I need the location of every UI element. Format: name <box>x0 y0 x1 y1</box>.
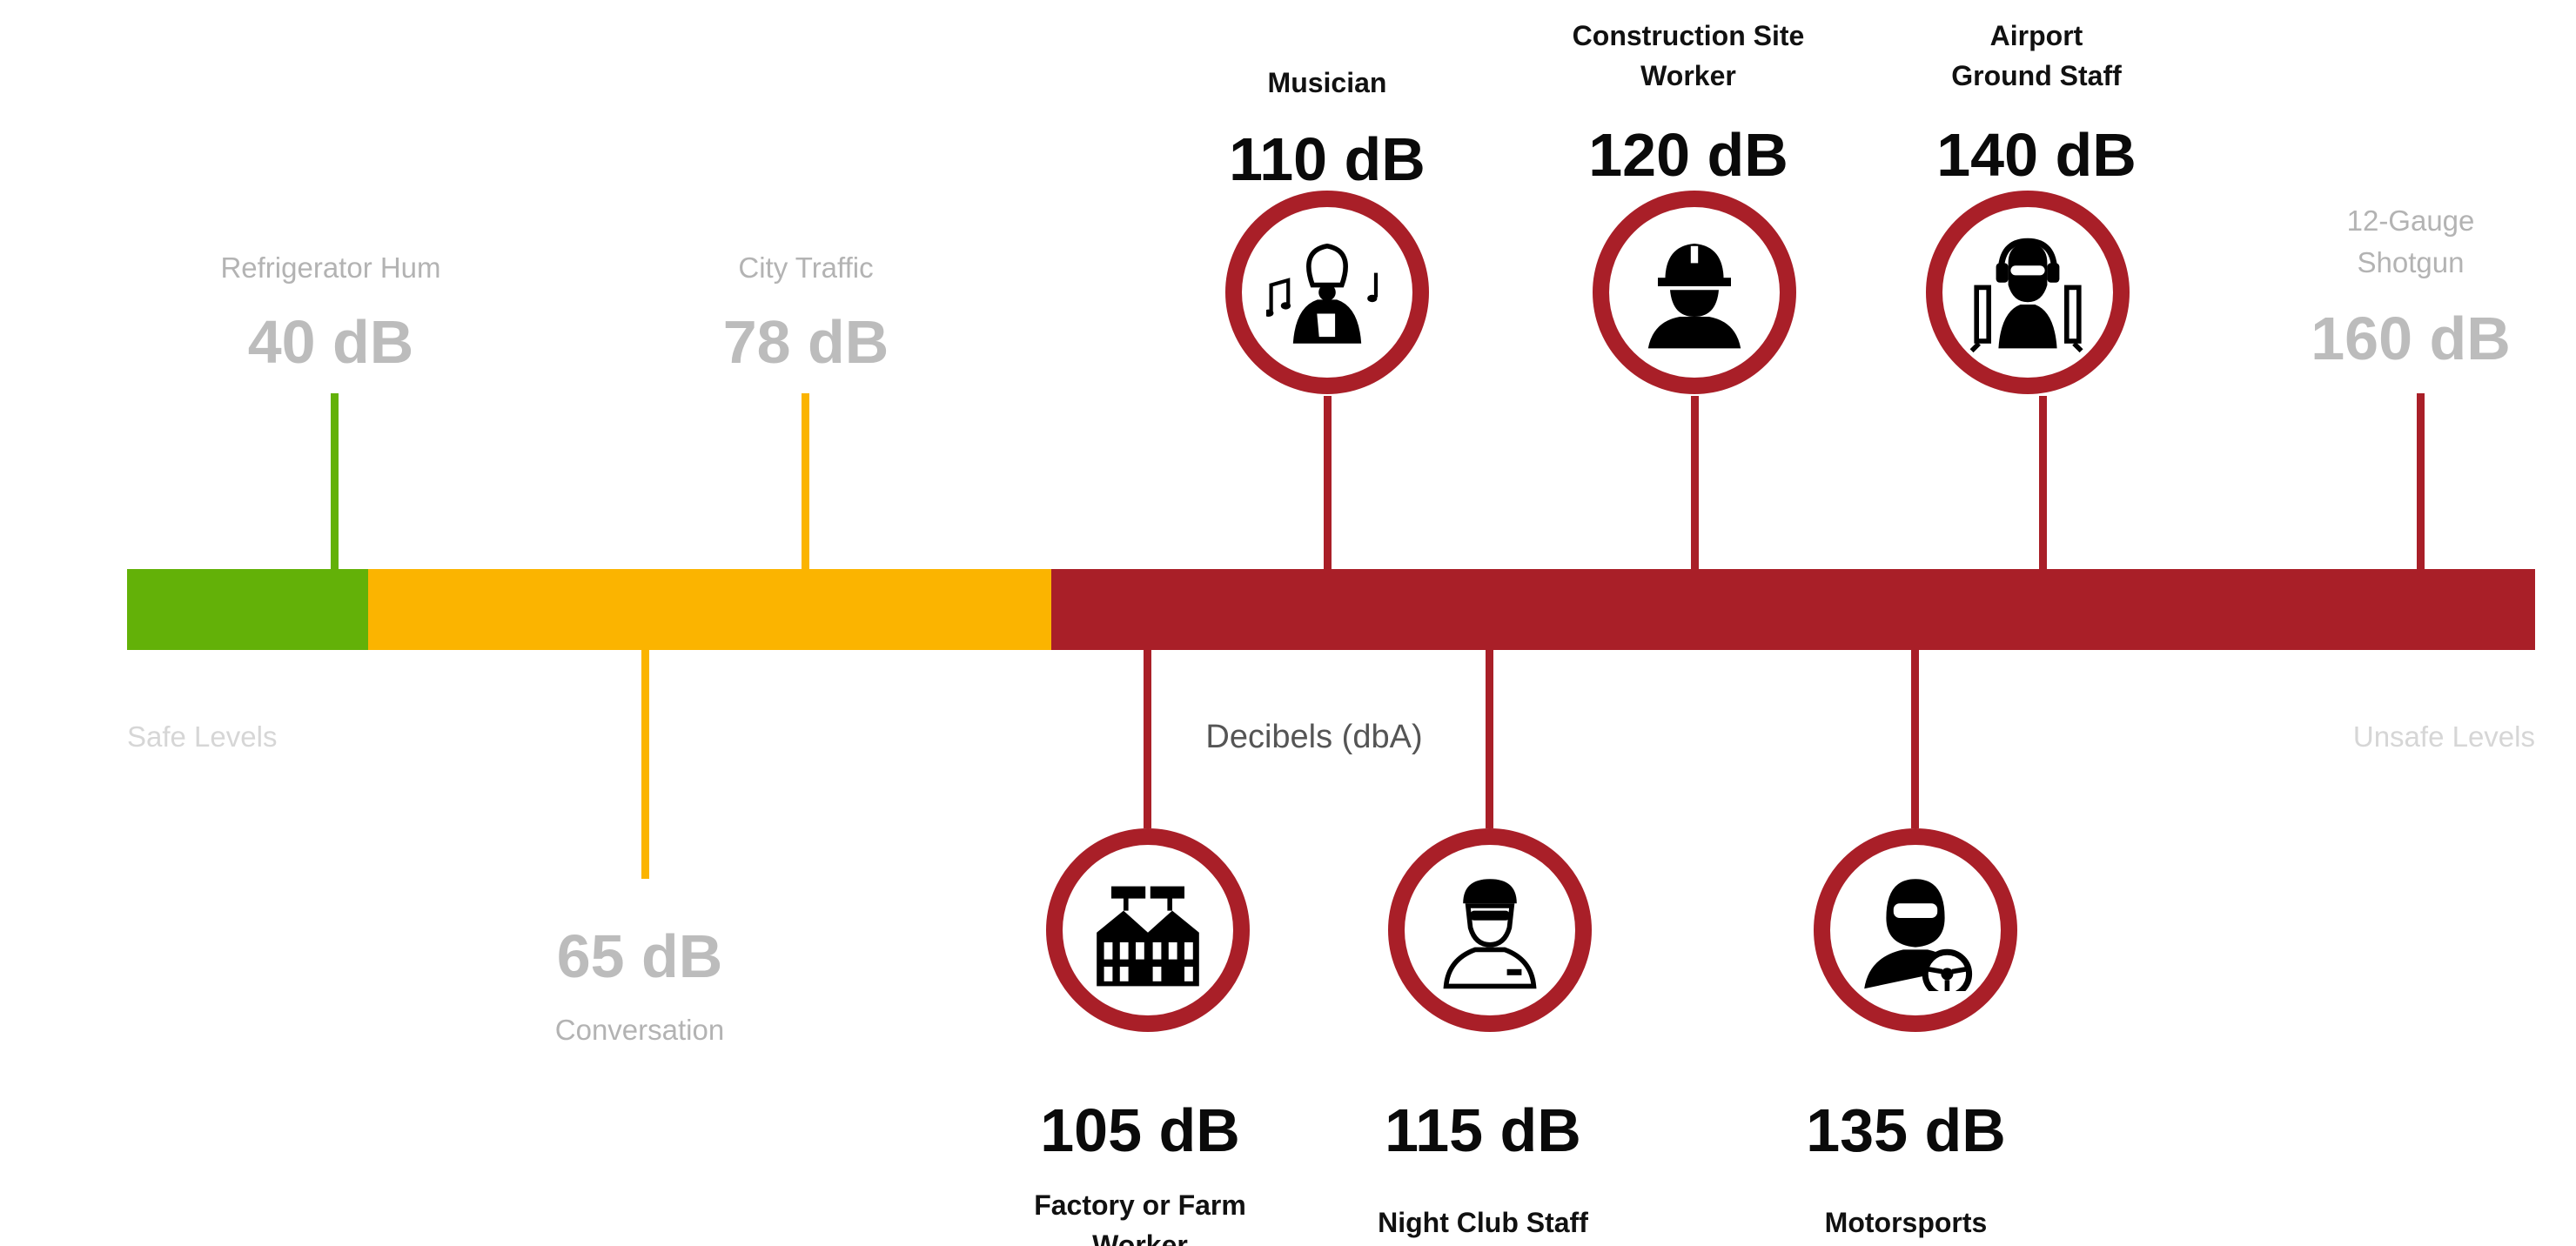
musician-marker: Musician 110 dB <box>1153 47 1501 205</box>
airport-stem <box>2039 396 2047 569</box>
conversation-value: 65 dB <box>556 922 723 990</box>
factory-label: Factory or Farm Worker <box>1034 1189 1246 1246</box>
racing-driver-icon <box>1864 879 1973 991</box>
shotgun-label: 12-Gauge Shotgun <box>2346 204 2475 278</box>
factory-marker: 105 dB Factory or Farm Worker <box>966 1084 1314 1246</box>
construction-value: 120 dB <box>1588 120 1788 189</box>
airport-label: Airport Ground Staff <box>1951 20 2122 92</box>
construction-marker: Construction Site Worker 120 dB <box>1514 0 1862 201</box>
airport-value: 140 dB <box>1936 120 2137 189</box>
city-traffic-label: City Traffic <box>738 251 874 284</box>
refrigerator-label: Refrigerator Hum <box>220 251 441 284</box>
musician-icon <box>1266 243 1379 344</box>
night-club-value: 115 dB <box>1385 1096 1581 1164</box>
musician-value: 110 dB <box>1229 125 1426 194</box>
safe-levels-label: Safe Levels <box>127 720 278 753</box>
night-club-staff-icon <box>1443 879 1537 989</box>
conversation-marker: 65 dB Conversation <box>466 910 814 1067</box>
motorsports-marker: 135 dB Motorsports <box>1732 1084 2080 1246</box>
construction-label: Construction Site Worker <box>1572 20 1805 92</box>
construction-worker-icon <box>1647 244 1741 349</box>
unsafe-levels-label: Unsafe Levels <box>2352 720 2535 753</box>
airport-circle <box>1926 191 2130 394</box>
shotgun-stem <box>2417 393 2425 569</box>
motorsports-label: Motorsports <box>1824 1207 1988 1238</box>
night-club-label: Night Club Staff <box>1378 1207 1588 1238</box>
construction-circle <box>1593 191 1796 394</box>
shotgun-marker: 12-Gauge Shotgun 160 dB <box>2280 184 2541 385</box>
conversation-label: Conversation <box>554 1014 725 1046</box>
axis-label: Decibels (dbA) <box>1205 719 1423 755</box>
refrigerator-marker: Refrigerator Hum 40 dB <box>157 231 505 388</box>
factory-stem <box>1144 650 1151 828</box>
construction-stem <box>1691 396 1699 569</box>
night-club-stem <box>1486 650 1493 828</box>
city-traffic-value: 78 dB <box>722 307 889 376</box>
refrigerator-value: 40 dB <box>247 307 414 376</box>
musician-stem <box>1324 396 1332 569</box>
factory-icon <box>1097 886 1199 987</box>
airport-ground-staff-icon <box>1969 238 2083 353</box>
musician-label: Musician <box>1267 67 1387 98</box>
shotgun-value: 160 dB <box>2311 304 2511 372</box>
safe-zone-segment <box>127 569 368 650</box>
factory-value: 105 dB <box>1040 1096 1240 1164</box>
city-traffic-marker: City Traffic 78 dB <box>632 231 980 388</box>
motorsports-circle <box>1814 828 2017 1032</box>
musician-circle <box>1225 191 1429 394</box>
motorsports-stem <box>1911 650 1919 828</box>
motorsports-value: 135 dB <box>1806 1096 2006 1164</box>
conversation-stem <box>641 650 649 879</box>
night-club-marker: 115 dB Night Club Staff <box>1309 1084 1657 1246</box>
moderate-zone-segment <box>368 569 1051 650</box>
city-traffic-stem <box>802 393 809 569</box>
night-club-circle <box>1388 828 1592 1032</box>
refrigerator-stem <box>331 393 339 569</box>
airport-marker: Airport Ground Staff 140 dB <box>1862 0 2210 201</box>
unsafe-zone-segment <box>1051 569 2535 650</box>
factory-circle <box>1046 828 1250 1032</box>
